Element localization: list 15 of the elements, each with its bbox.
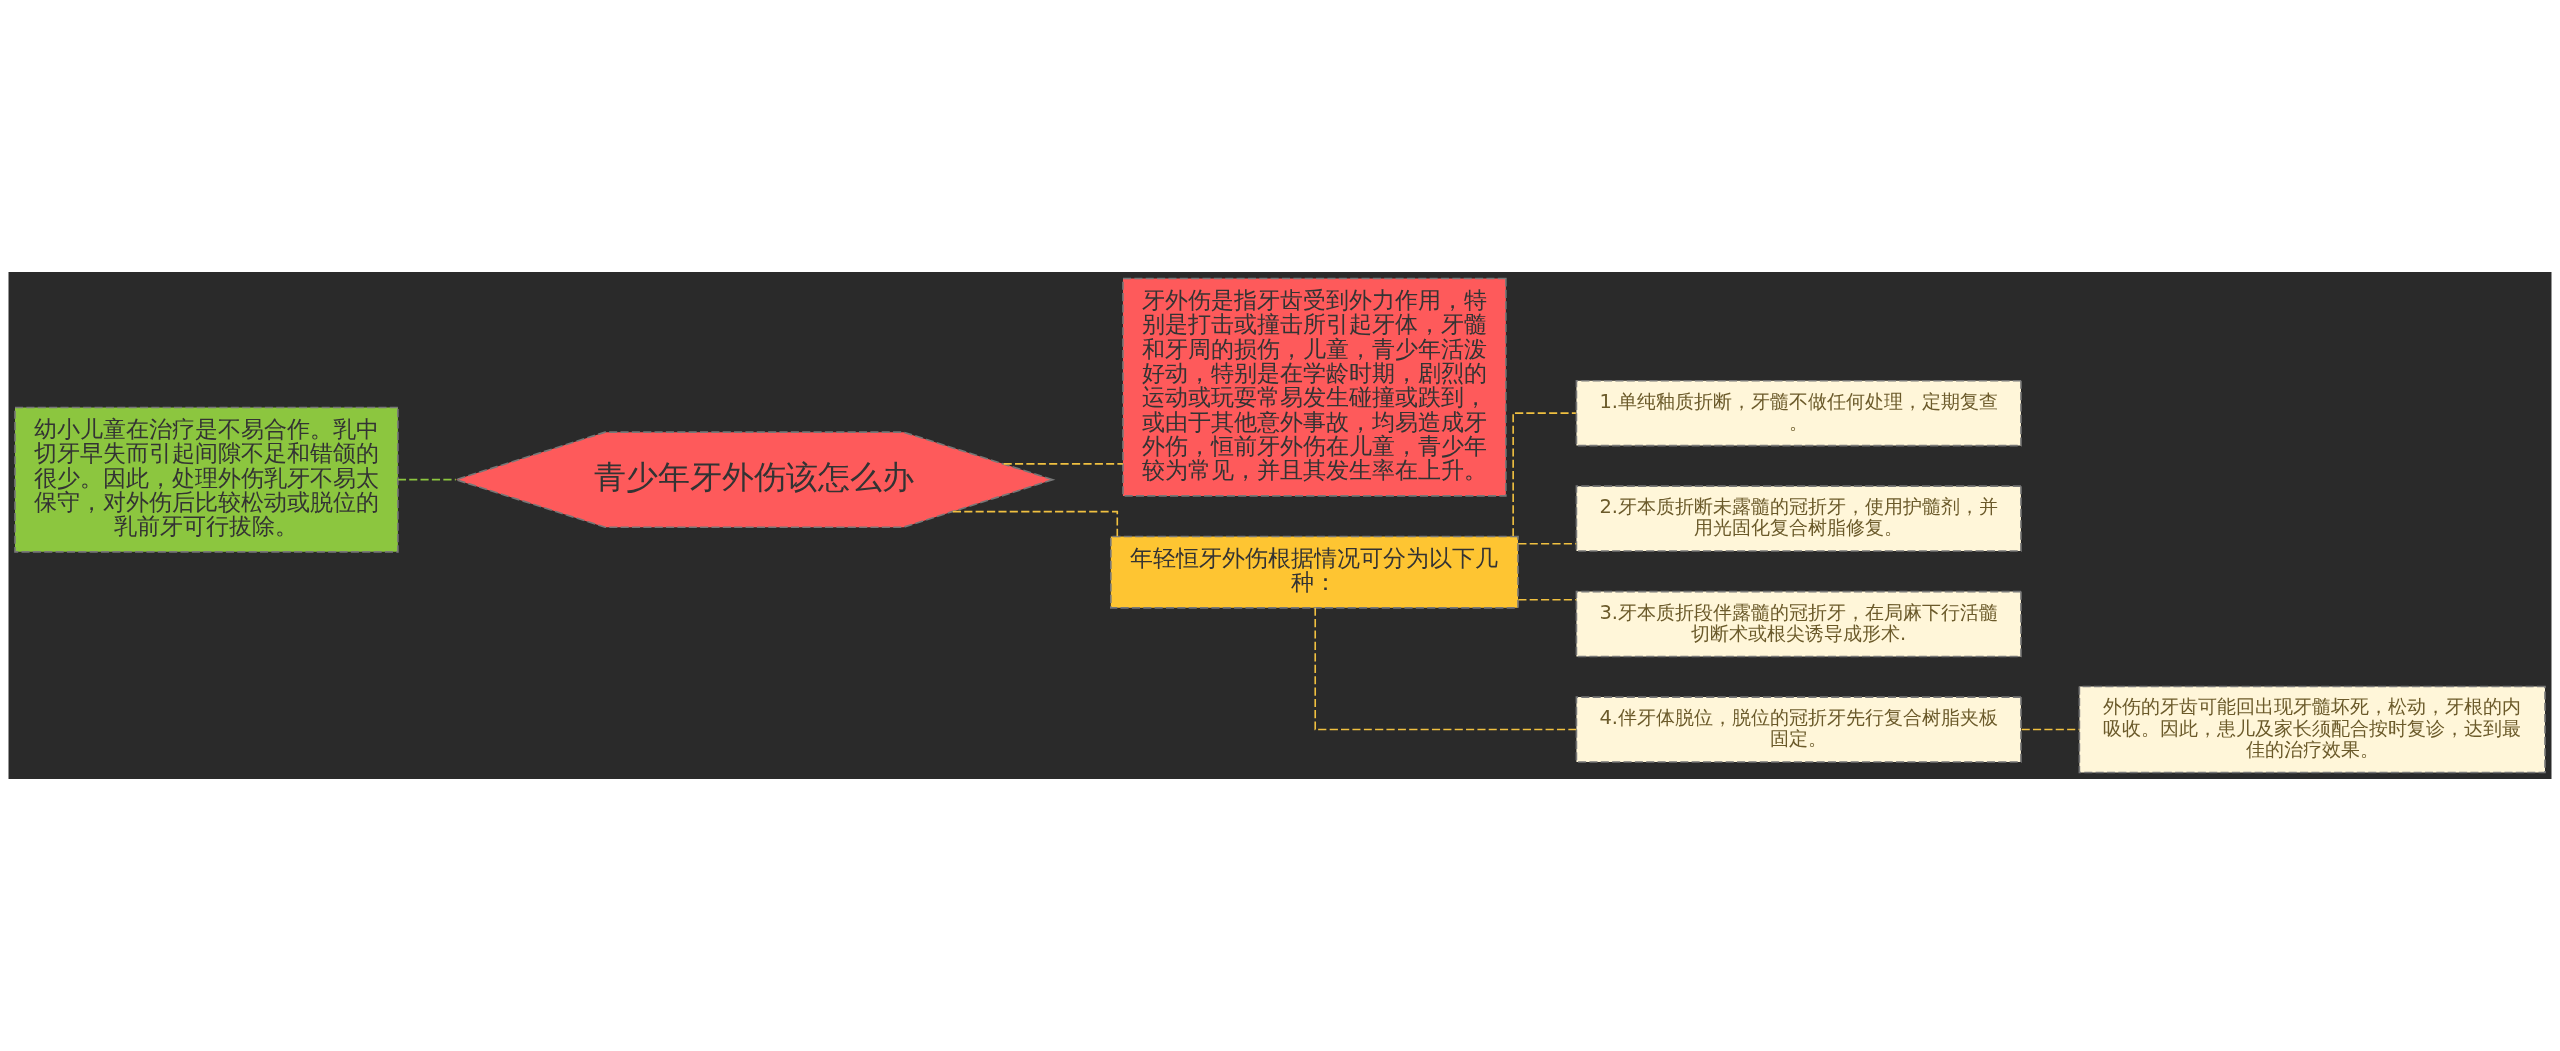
connector bbox=[2020, 728, 2081, 731]
node-box: 年轻恒牙外伤根据情况可分为以下几种： bbox=[1110, 535, 1519, 609]
node-box: 外伤的牙齿可能回出现牙髓坏死，松动，牙根的内吸收。因此，患儿及家长须配合按时复诊，达到最佳的治疗效果。 bbox=[2078, 685, 2546, 774]
connector bbox=[1314, 607, 1577, 731]
connector bbox=[1002, 463, 1124, 465]
node-box: 1.单纯釉质折断，牙髓不做任何处理，定期复查。 bbox=[1575, 379, 2022, 447]
node-box: 牙外伤是指牙齿受到外力作用，特别是打击或撞击所引起牙体，牙髓和牙周的损伤，儿童，青少年活泼好动，特别是在学龄时期，剧烈的运动或玩耍常易发生碰撞或跌到，或由于其他意外事故，均易造成牙外伤，恒前牙外伤在儿童，青少年较为常见，并且其发生率在上升。 bbox=[1122, 277, 1507, 497]
node-box: 幼小儿童在治疗是不易合作。乳中切牙早失而引起间隙不足和错颌的很少。因此，处理外伤乳牙不易太保守，对外伤后比较松动或脱位的乳前牙可行拔除。 bbox=[14, 406, 399, 553]
connector bbox=[1517, 598, 1578, 601]
node-box: 2.牙本质折断未露髓的冠折牙，使用护髓剂，并用光固化复合树脂修复。 bbox=[1575, 485, 2022, 552]
connector bbox=[1512, 412, 1577, 537]
node-box: 3.牙本质折段伴露髓的冠折牙，在局麻下行活髓切断术或根尖诱导成形术. bbox=[1575, 590, 2022, 658]
node-box: 4.伴牙体脱位，脱位的冠折牙先行复合树脂夹板固定。 bbox=[1575, 696, 2022, 763]
connector bbox=[1517, 542, 1578, 545]
connector bbox=[397, 478, 457, 481]
